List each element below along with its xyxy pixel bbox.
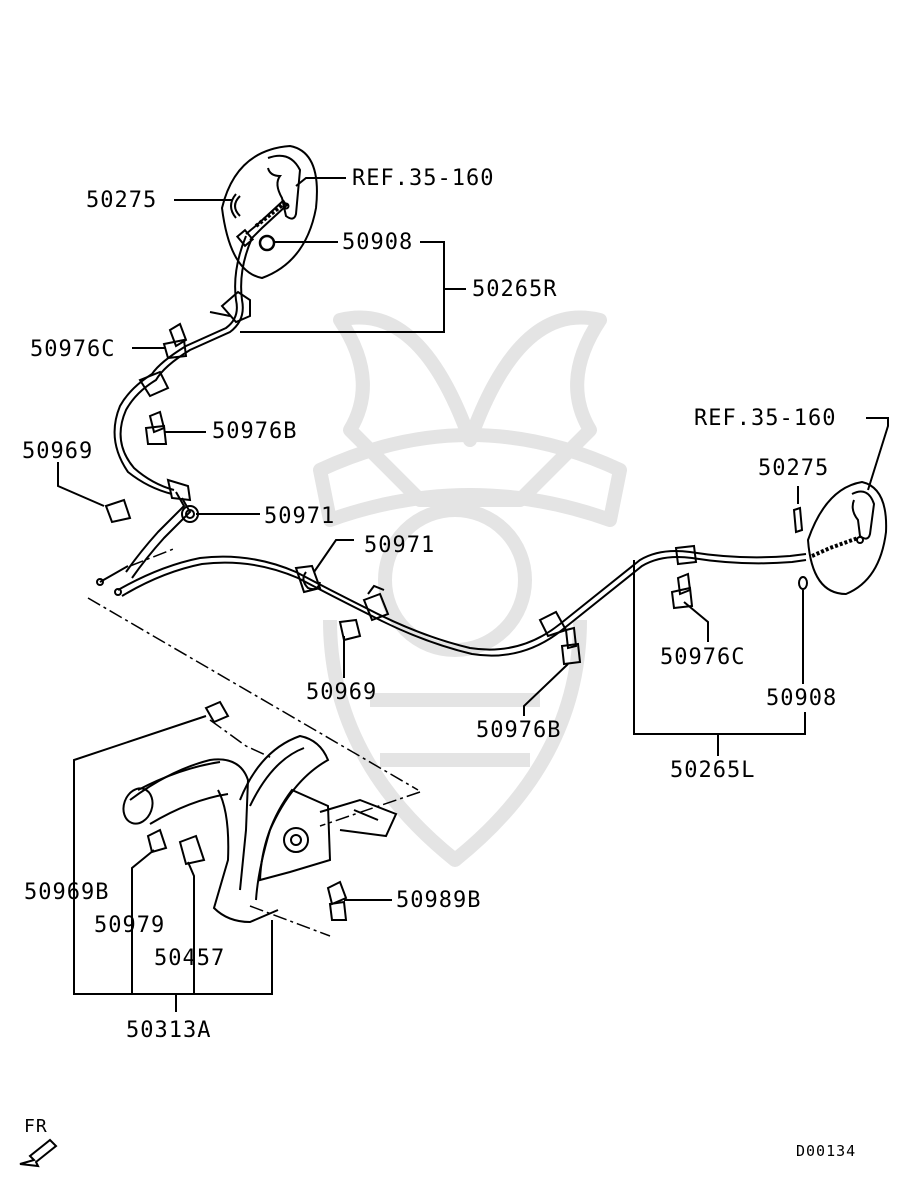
part-50979-label: 50979	[94, 913, 166, 938]
right-hardware	[302, 506, 808, 666]
part-50265R-label: 50265R	[472, 277, 558, 302]
part-50976B-upper-label: 50976B	[212, 419, 298, 444]
watermark-emblem	[313, 310, 627, 867]
ref-35-160-upper-label: REF.35-160	[352, 166, 495, 191]
part-50976C-right-label: 50976C	[660, 645, 746, 670]
part-50989B-label: 50989B	[396, 888, 482, 913]
reference-lines	[87, 547, 421, 937]
part-50275-right-label: 50275	[758, 456, 830, 481]
ref-35-160-right-label: REF.35-160	[694, 406, 837, 431]
part-50969-mid-label: 50969	[306, 680, 378, 705]
part-50971-mid-label: 50971	[364, 533, 436, 558]
diagram-code-label: D00134	[796, 1142, 857, 1160]
part-50969B-label: 50969B	[24, 880, 110, 905]
leader-lines	[57, 177, 889, 1012]
part-50976B-mid-label: 50976B	[476, 718, 562, 743]
upper-cable-50265R	[96, 199, 289, 586]
part-50275-upper-label: 50275	[86, 188, 158, 213]
part-50971-upper-label: 50971	[264, 504, 336, 529]
lower-cable-50265L	[114, 544, 807, 657]
part-50457-label: 50457	[154, 946, 226, 971]
front-direction-arrow-icon	[19, 1138, 58, 1168]
front-direction-label: FR	[24, 1116, 48, 1137]
part-50908-upper-label: 50908	[342, 230, 414, 255]
part-50265L-label: 50265L	[670, 758, 756, 783]
part-50969-upper-label: 50969	[22, 439, 94, 464]
part-50976C-upper-label: 50976C	[30, 337, 116, 362]
right-brake-plate	[806, 480, 888, 596]
part-50313A-label: 50313A	[126, 1018, 212, 1043]
lever-assembly-50313A	[122, 700, 398, 924]
part-50908-right-label: 50908	[766, 686, 838, 711]
